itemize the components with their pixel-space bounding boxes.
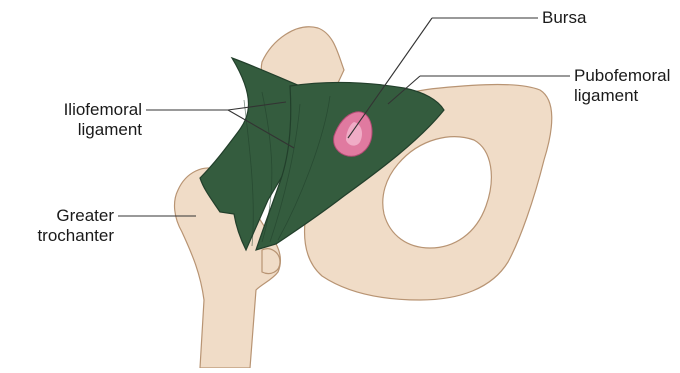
label-iliofemoral-line2: ligament [14, 120, 142, 140]
label-greater-trochanter: Greater trochanter [4, 206, 114, 246]
label-pubofemoral-line1: Pubofemoral [574, 66, 670, 86]
label-iliofemoral-line1: Iliofemoral [14, 100, 142, 120]
label-greater-trochanter-line1: Greater [4, 206, 114, 226]
label-pubofemoral-line2: ligament [574, 86, 670, 106]
label-greater-trochanter-line2: trochanter [4, 226, 114, 246]
label-pubofemoral: Pubofemoral ligament [574, 66, 670, 106]
label-iliofemoral: Iliofemoral ligament [14, 100, 142, 140]
label-bursa-text: Bursa [542, 8, 586, 27]
label-bursa: Bursa [542, 8, 586, 28]
